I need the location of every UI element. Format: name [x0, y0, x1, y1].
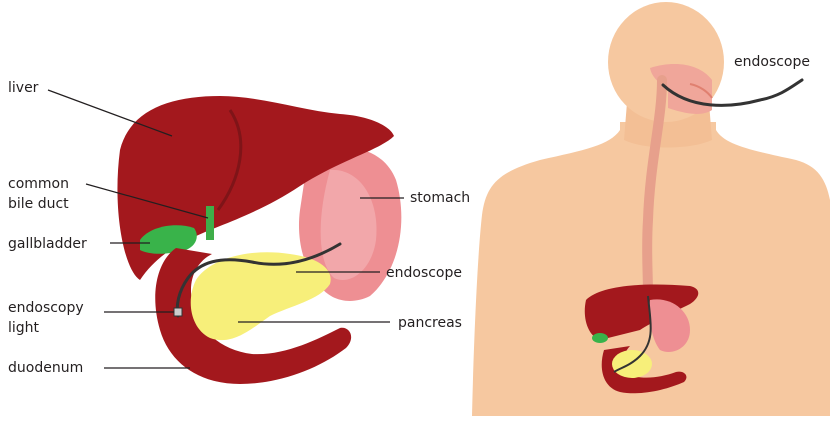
label-endoscopy-light-1: endoscopy [8, 300, 84, 316]
label-endoscopy-light-2: light [8, 320, 40, 336]
label-gallbladder: gallbladder [8, 236, 87, 252]
bile-duct-shape [206, 206, 214, 240]
endoscopy-light-tip [174, 308, 182, 316]
label-common-bile-duct-1: common [8, 176, 69, 192]
body-gallbladder [592, 333, 608, 343]
label-endoscope-inset: endoscope [734, 54, 810, 70]
label-common-bile-duct-2: bile duct [8, 196, 69, 212]
label-stomach: stomach [410, 190, 470, 206]
label-pancreas: pancreas [398, 315, 462, 331]
body-pancreas [612, 350, 652, 378]
label-duodenum: duodenum [8, 360, 83, 376]
label-endoscope-body: endoscope [386, 265, 462, 281]
pancreas-shape [191, 252, 331, 340]
label-liver: liver [8, 80, 39, 96]
organ-illustration [117, 96, 401, 384]
